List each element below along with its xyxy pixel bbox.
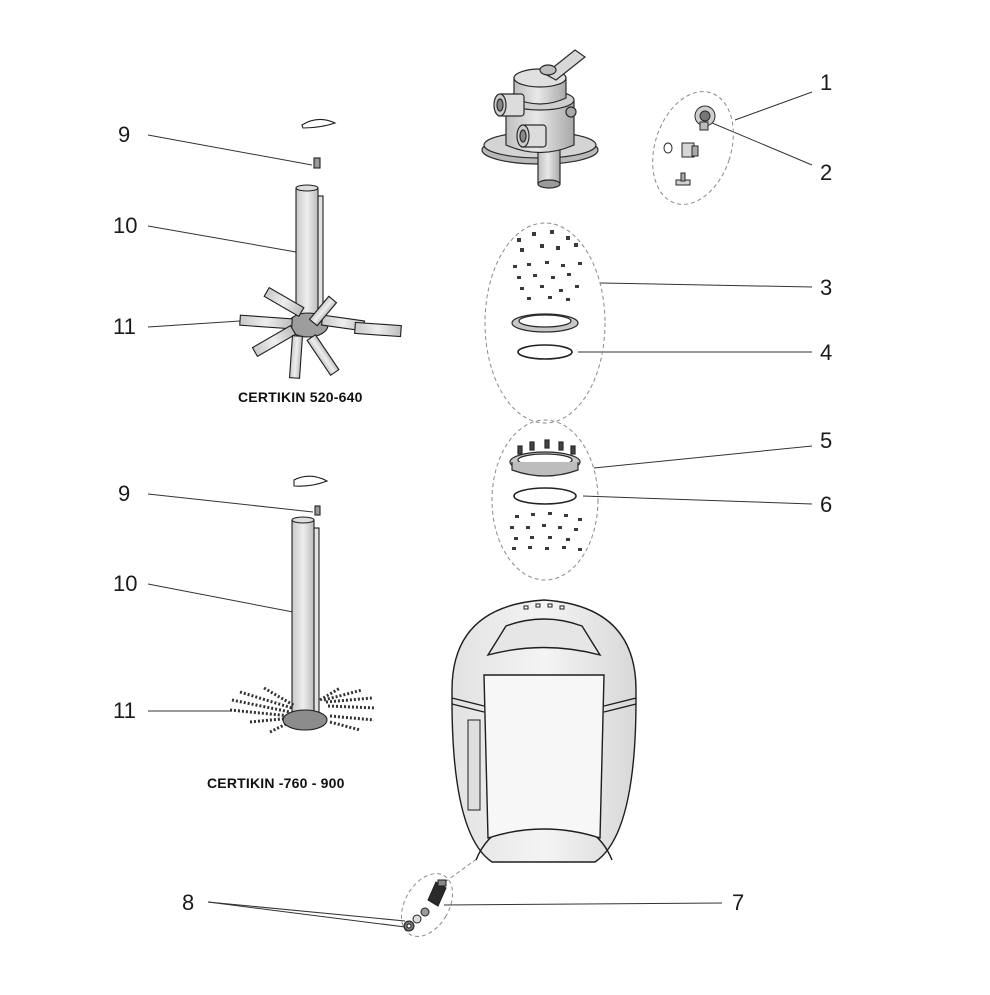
callout-6: 6	[820, 492, 833, 517]
filter-tank	[451, 599, 637, 863]
leader-line-10a	[147, 225, 297, 253]
leader-line-5	[593, 445, 813, 469]
upper-o-ring	[517, 344, 573, 360]
leader-line-9a	[147, 134, 313, 166]
leader-line-7	[443, 902, 723, 906]
callout-10-upper: 10	[113, 213, 138, 238]
leader-line-8b	[207, 901, 414, 929]
accessory-kit-outline	[652, 91, 734, 205]
callout-10-lower: 10	[113, 571, 138, 596]
drain-kit	[403, 879, 447, 932]
model-caption-520-640: CERTIKIN 520-640	[238, 389, 363, 405]
collector-set-760-900	[229, 475, 377, 734]
callout-7: 7	[732, 890, 745, 915]
upper-lateral-ring	[511, 313, 579, 333]
upper-lateral-group-outline	[484, 222, 606, 424]
callout-5: 5	[820, 428, 833, 453]
accessory-kit	[663, 105, 716, 186]
callout-3: 3	[820, 275, 833, 300]
lower-lateral-nozzles	[510, 512, 582, 551]
model-caption-760-900: CERTIKIN -760 - 900	[207, 775, 345, 791]
lower-o-ring	[513, 487, 577, 505]
callout-8: 8	[182, 890, 195, 915]
callout-4: 4	[820, 340, 833, 365]
callout-9-lower: 9	[118, 481, 131, 506]
leader-line-10b	[147, 583, 294, 613]
callout-1: 1	[820, 70, 833, 95]
collector-set-520-640	[239, 118, 402, 379]
leader-line-8a	[207, 901, 406, 922]
leader-line-1	[734, 91, 813, 121]
callout-2: 2	[820, 160, 833, 185]
leader-line-2	[704, 119, 813, 166]
upper-lateral-nozzles	[513, 230, 582, 301]
leader-line-3	[599, 282, 813, 288]
lower-lateral-group-outline	[491, 419, 599, 581]
leader-line-9b	[147, 493, 314, 513]
callout-11-upper: 11	[113, 314, 136, 339]
group-outlines	[400, 91, 734, 937]
callout-9-upper: 9	[118, 122, 131, 147]
callout-11-lower: 11	[113, 698, 136, 723]
drain-kit-outline	[400, 873, 454, 937]
multiport-valve	[481, 49, 599, 189]
drain-connector-line	[444, 857, 479, 883]
leader-line-11a	[147, 320, 241, 328]
leader-line-6	[582, 495, 813, 505]
leader-lines	[147, 91, 813, 929]
lower-lateral-ring	[509, 439, 581, 477]
